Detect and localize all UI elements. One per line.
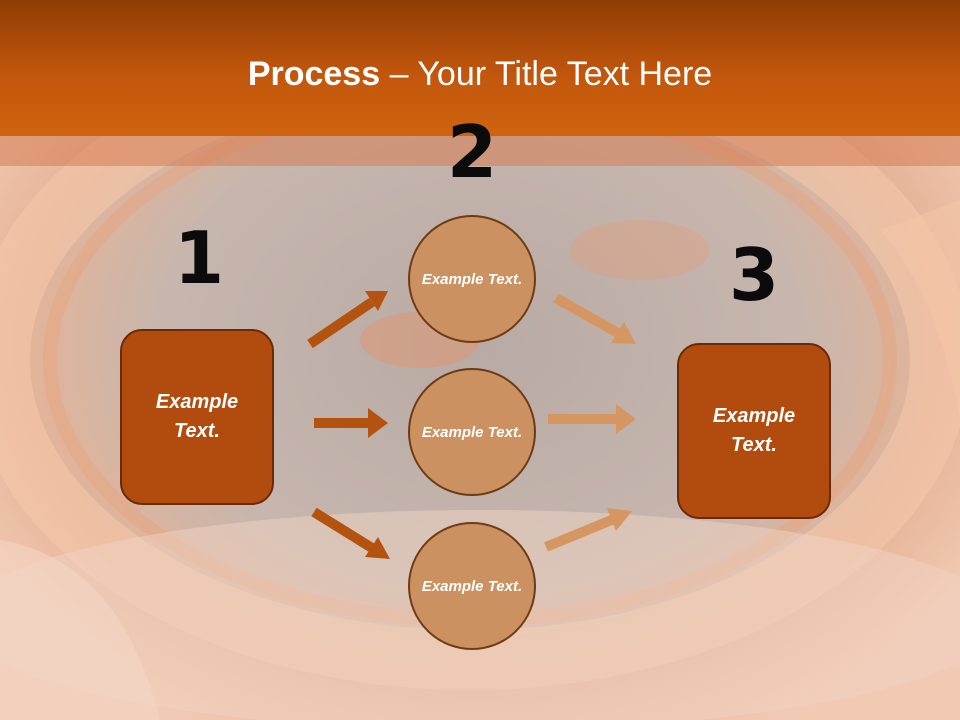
step-number-2: 2 <box>446 110 498 194</box>
title-text: Your Title Text Here <box>417 55 713 93</box>
step-1-label: Example Text. <box>155 391 239 442</box>
title-bold: Process <box>247 55 381 93</box>
step-2-circle-bottom[interactable]: Example Text. <box>408 522 536 650</box>
header-band <box>0 136 960 166</box>
arrow-to-top <box>307 291 388 349</box>
step-1-box[interactable]: Example Text. <box>120 329 274 505</box>
step-2-label-top: Example Text. <box>421 270 523 288</box>
slide-title[interactable]: Process – Your Title Text Here <box>0 52 960 96</box>
step-number-3: 3 <box>728 233 780 317</box>
title-separator: – <box>389 55 409 93</box>
arrow-to-bottom <box>311 507 390 559</box>
arrow-to-middle <box>314 408 388 438</box>
step-2-circle-top[interactable]: Example Text. <box>408 215 536 343</box>
arrow-from-middle <box>548 404 636 434</box>
step-3-box[interactable]: Example Text. <box>677 343 831 519</box>
step-2-label-bottom: Example Text. <box>421 577 523 595</box>
step-2-label-middle: Example Text. <box>421 423 523 441</box>
arrow-from-top <box>553 293 636 344</box>
step-number-1: 1 <box>173 216 225 300</box>
step-2-circle-middle[interactable]: Example Text. <box>408 368 536 496</box>
arrow-from-bottom <box>544 508 632 552</box>
step-3-label: Example Text. <box>712 405 796 456</box>
header-bar <box>0 0 960 136</box>
